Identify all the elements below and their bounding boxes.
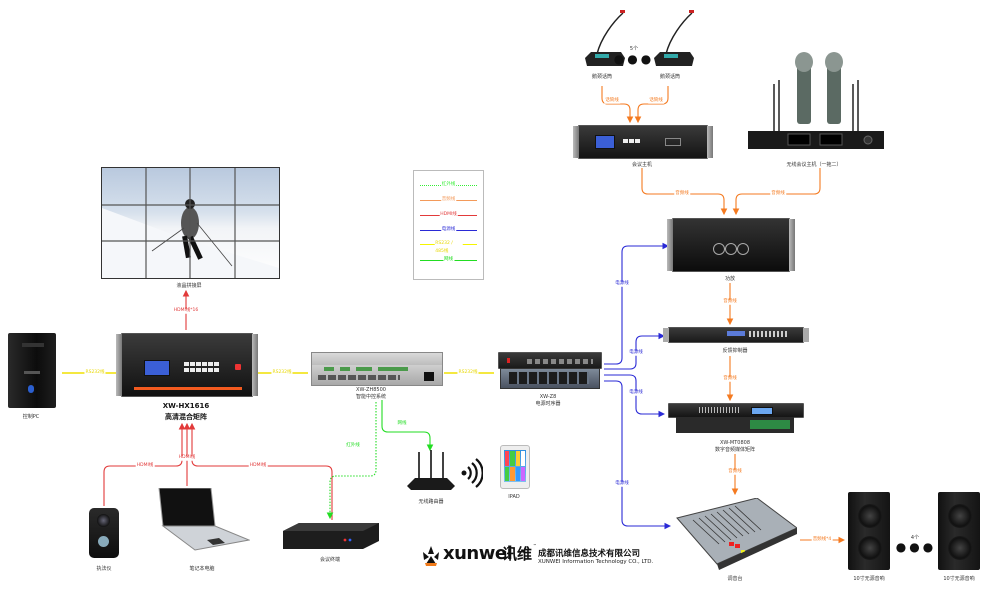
logo-mark-icon — [423, 546, 439, 566]
wire-label-amplifier-to-feedback_suppressor: 音频线 — [722, 298, 738, 305]
wire-label-central_control-to-router: 网线 — [396, 420, 408, 427]
power-sequencer-model: XW-Z8 — [539, 394, 557, 400]
audio-matrix — [668, 403, 804, 433]
wire-gooseneck_mic_2-to-conference_host — [634, 86, 669, 124]
ipad-label: IPAD — [508, 494, 520, 500]
conference-terminal-label: 会议终端 — [319, 557, 341, 563]
speaker-2-label: 10寸无源音响 — [943, 576, 975, 582]
video-wall-label: 液晶拼接屏 — [176, 283, 202, 289]
feedback-suppressor-label: 反馈抑制器 — [722, 348, 748, 354]
power-sequencer — [498, 352, 602, 389]
wire-label-matrix-to-video_wall: HDMI线*16 — [172, 307, 200, 314]
company-name-en: XUNWEI Information Technology CO., LTD. — [538, 559, 654, 565]
wireless-host — [748, 50, 884, 154]
central-control-model: XW-ZH8500 — [356, 387, 386, 393]
speaker-count: 4个 — [910, 535, 920, 541]
control-pc — [8, 333, 56, 408]
mixer-label: 调音台 — [727, 576, 743, 582]
logo-latin: xunwei — [443, 543, 513, 564]
video-wall — [101, 167, 280, 279]
gooseneck-mic-2-label: 鹅颈话筒 — [659, 74, 681, 80]
company-logo: xunwei 讯维 ™ 成都讯维信息技术有限公司 XUNWEI Informat… — [420, 540, 653, 570]
wire-label-control_pc-to-matrix: RS232线 — [84, 369, 106, 376]
power-sequencer-label: 电源时序器 — [535, 401, 561, 407]
wire-label-audio_matrix-to-mixer: 音频线 — [727, 468, 743, 475]
wire-label-power_sequencer-to-amplifier: 电源线 — [614, 280, 630, 287]
wifi-signal-icon — [461, 458, 484, 488]
wire-label-wireless_host-to-amplifier: 音频线 — [770, 190, 786, 197]
wire-label-conference_host-to-amplifier: 音频线 — [674, 190, 690, 197]
gooseneck-mic-2 — [652, 10, 696, 72]
wire-gooseneck_mic_1-to-conference_host — [601, 86, 634, 124]
legend-item-hdmi: HDMI线 — [420, 211, 477, 219]
ipad — [500, 445, 530, 489]
conference-host-label: 会议主机 — [631, 162, 653, 168]
wire-power_sequencer-to-mixer — [604, 380, 672, 530]
wire-label-central_control-to-power_sequencer: RS232线 — [457, 369, 479, 376]
mic-count: 5个 — [629, 46, 639, 52]
laptop-label: 笔记本电脑 — [189, 566, 215, 572]
matrix-model: XW-HX1616 — [162, 402, 210, 410]
conference-host — [573, 125, 713, 159]
wire-label-power_sequencer-to-audio_matrix: 电源线 — [628, 389, 644, 396]
mixer — [673, 497, 798, 570]
trademark: ™ — [533, 543, 537, 548]
hd-matrix — [116, 333, 258, 397]
wire-label-power_sequencer-to-mixer: 电源线 — [614, 480, 630, 487]
central-control-label: 智能中控系统 — [355, 394, 387, 400]
amplifier — [667, 218, 795, 272]
router-label: 无线路由器 — [418, 499, 444, 505]
gooseneck-mic-1-label: 鹅颈话筒 — [591, 74, 613, 80]
legend: 红外线 音频线 HDMI线 电源线 RS232 / 485线 网线 — [413, 170, 484, 280]
speaker-1-label: 10寸无源音响 — [853, 576, 885, 582]
wire-label-central_control-to-conference_terminal: 红外线 — [345, 442, 361, 449]
body-camera — [89, 508, 119, 558]
wire-label-gooseneck_mic_1-to-conference_host: 话筒线 — [604, 97, 620, 104]
wireless-host-label: 无线会议主机（一拖二） — [786, 162, 842, 168]
logo-cn: 讯维 — [502, 545, 533, 563]
wire-label-power_sequencer-to-feedback_suppressor: 电源线 — [628, 349, 644, 356]
legend-item-power: 电源线 — [420, 226, 477, 234]
wire-label-conference_terminal-to-matrix: HDMI线 — [248, 462, 268, 469]
audio-matrix-model: XW-MT0808 — [719, 440, 751, 446]
gooseneck-mic-1 — [583, 10, 627, 72]
wire-label-feedback_suppressor-to-audio_matrix: 音频线 — [722, 375, 738, 382]
amplifier-label: 功放 — [724, 276, 736, 282]
feedback-suppressor — [663, 327, 809, 343]
wire-central_control-to-router — [381, 400, 430, 450]
legend-item-network: 网线 — [420, 256, 477, 264]
wireless-router — [405, 450, 457, 492]
wire-label-body_camera-to-matrix: HDMI线 — [135, 462, 155, 469]
ellipsis-icon: ●●● — [895, 540, 937, 554]
legend-item-infrared: 红外线 — [420, 181, 477, 189]
ellipsis-icon: ●●● — [613, 52, 655, 66]
central-control — [311, 352, 443, 386]
speaker-2 — [938, 492, 980, 570]
wire-label-laptop-to-matrix: HDMI线 — [177, 454, 197, 461]
legend-item-serial: RS232 / 485线 — [420, 240, 477, 256]
conference-terminal — [283, 523, 379, 549]
laptop — [155, 487, 251, 553]
wire-label-gooseneck_mic_2-to-conference_host: 话筒线 — [648, 97, 664, 104]
company-name-cn: 成都讯维信息技术有限公司 — [538, 549, 641, 559]
legend-item-audio: 音频线 — [420, 196, 477, 204]
wire-central_control-to-conference_terminal — [326, 402, 377, 520]
audio-matrix-label: 数字音频媒体矩阵 — [714, 447, 756, 453]
matrix-label: 高清混合矩阵 — [165, 413, 207, 421]
wire-label-matrix-to-central_control: RS232线 — [271, 369, 293, 376]
wire-power_sequencer-to-amplifier — [604, 242, 670, 365]
wire-label-mixer-to-speaker_1: 音频线*4 — [811, 536, 833, 543]
control-pc-label: 控制PC — [22, 414, 40, 420]
speaker-1 — [848, 492, 890, 570]
body-camera-label: 执法仪 — [96, 566, 112, 572]
